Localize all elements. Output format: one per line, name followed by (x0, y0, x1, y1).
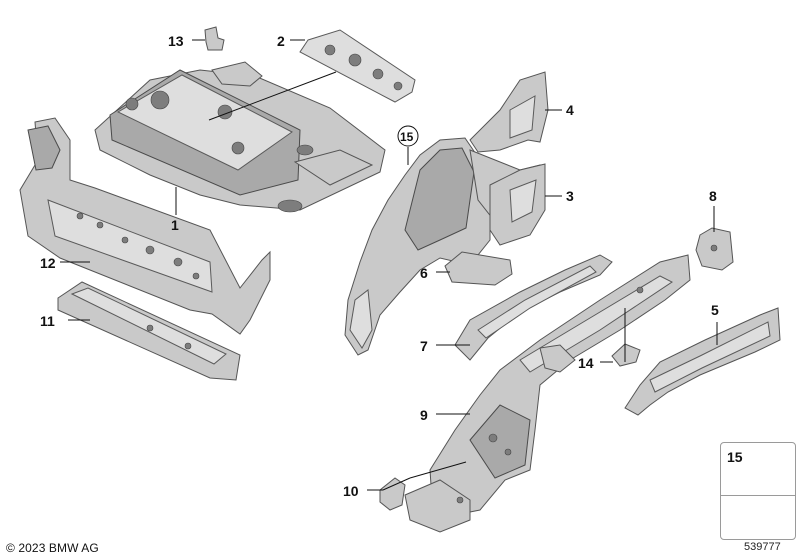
callout-13: 13 (168, 33, 184, 49)
part-6-channel[interactable] (444, 251, 513, 286)
callout-9: 9 (420, 407, 428, 423)
callout-11: 11 (40, 313, 55, 329)
part-4-bracket[interactable] (469, 71, 549, 153)
legend-divider (721, 495, 795, 496)
part-3-bracket[interactable] (489, 163, 546, 246)
copyright-text: © 2023 BMW AG (6, 541, 99, 555)
callout-14: 14 (578, 355, 594, 371)
callout-8: 8 (709, 188, 717, 204)
callout-7: 7 (420, 338, 428, 354)
part-12-rear-panel[interactable] (19, 117, 271, 335)
part-13-bracket[interactable] (204, 26, 225, 51)
part-7-rail[interactable] (454, 254, 613, 361)
callout-3: 3 (566, 188, 574, 204)
leader-lines (60, 39, 718, 491)
callout-1: 1 (171, 217, 179, 233)
part-8-bracket[interactable] (695, 227, 734, 271)
callout-12: 12 (40, 255, 56, 271)
part-14-bracket[interactable] (611, 343, 641, 367)
callout-4: 4 (566, 102, 574, 118)
part-10-bracket[interactable] (379, 477, 406, 511)
part-11-reinforcement[interactable] (57, 281, 241, 381)
callout-2: 2 (277, 33, 285, 49)
part-1-floor-pan[interactable] (94, 61, 386, 213)
callout-15: 15 (400, 130, 414, 144)
legend-number: 15 (727, 449, 743, 465)
callout-15-circle (397, 125, 419, 147)
legend-box: 15 (720, 442, 796, 540)
callout-5: 5 (711, 302, 719, 318)
document-number: 539777 (744, 541, 781, 553)
callout-10: 10 (343, 483, 359, 499)
part-5-rail[interactable] (624, 307, 781, 416)
callout-numbers: 13 2 1 4 3 8 5 6 7 9 10 11 12 14 15 (40, 33, 719, 499)
callout-6: 6 (420, 265, 428, 281)
part-2-plate[interactable] (299, 29, 416, 103)
